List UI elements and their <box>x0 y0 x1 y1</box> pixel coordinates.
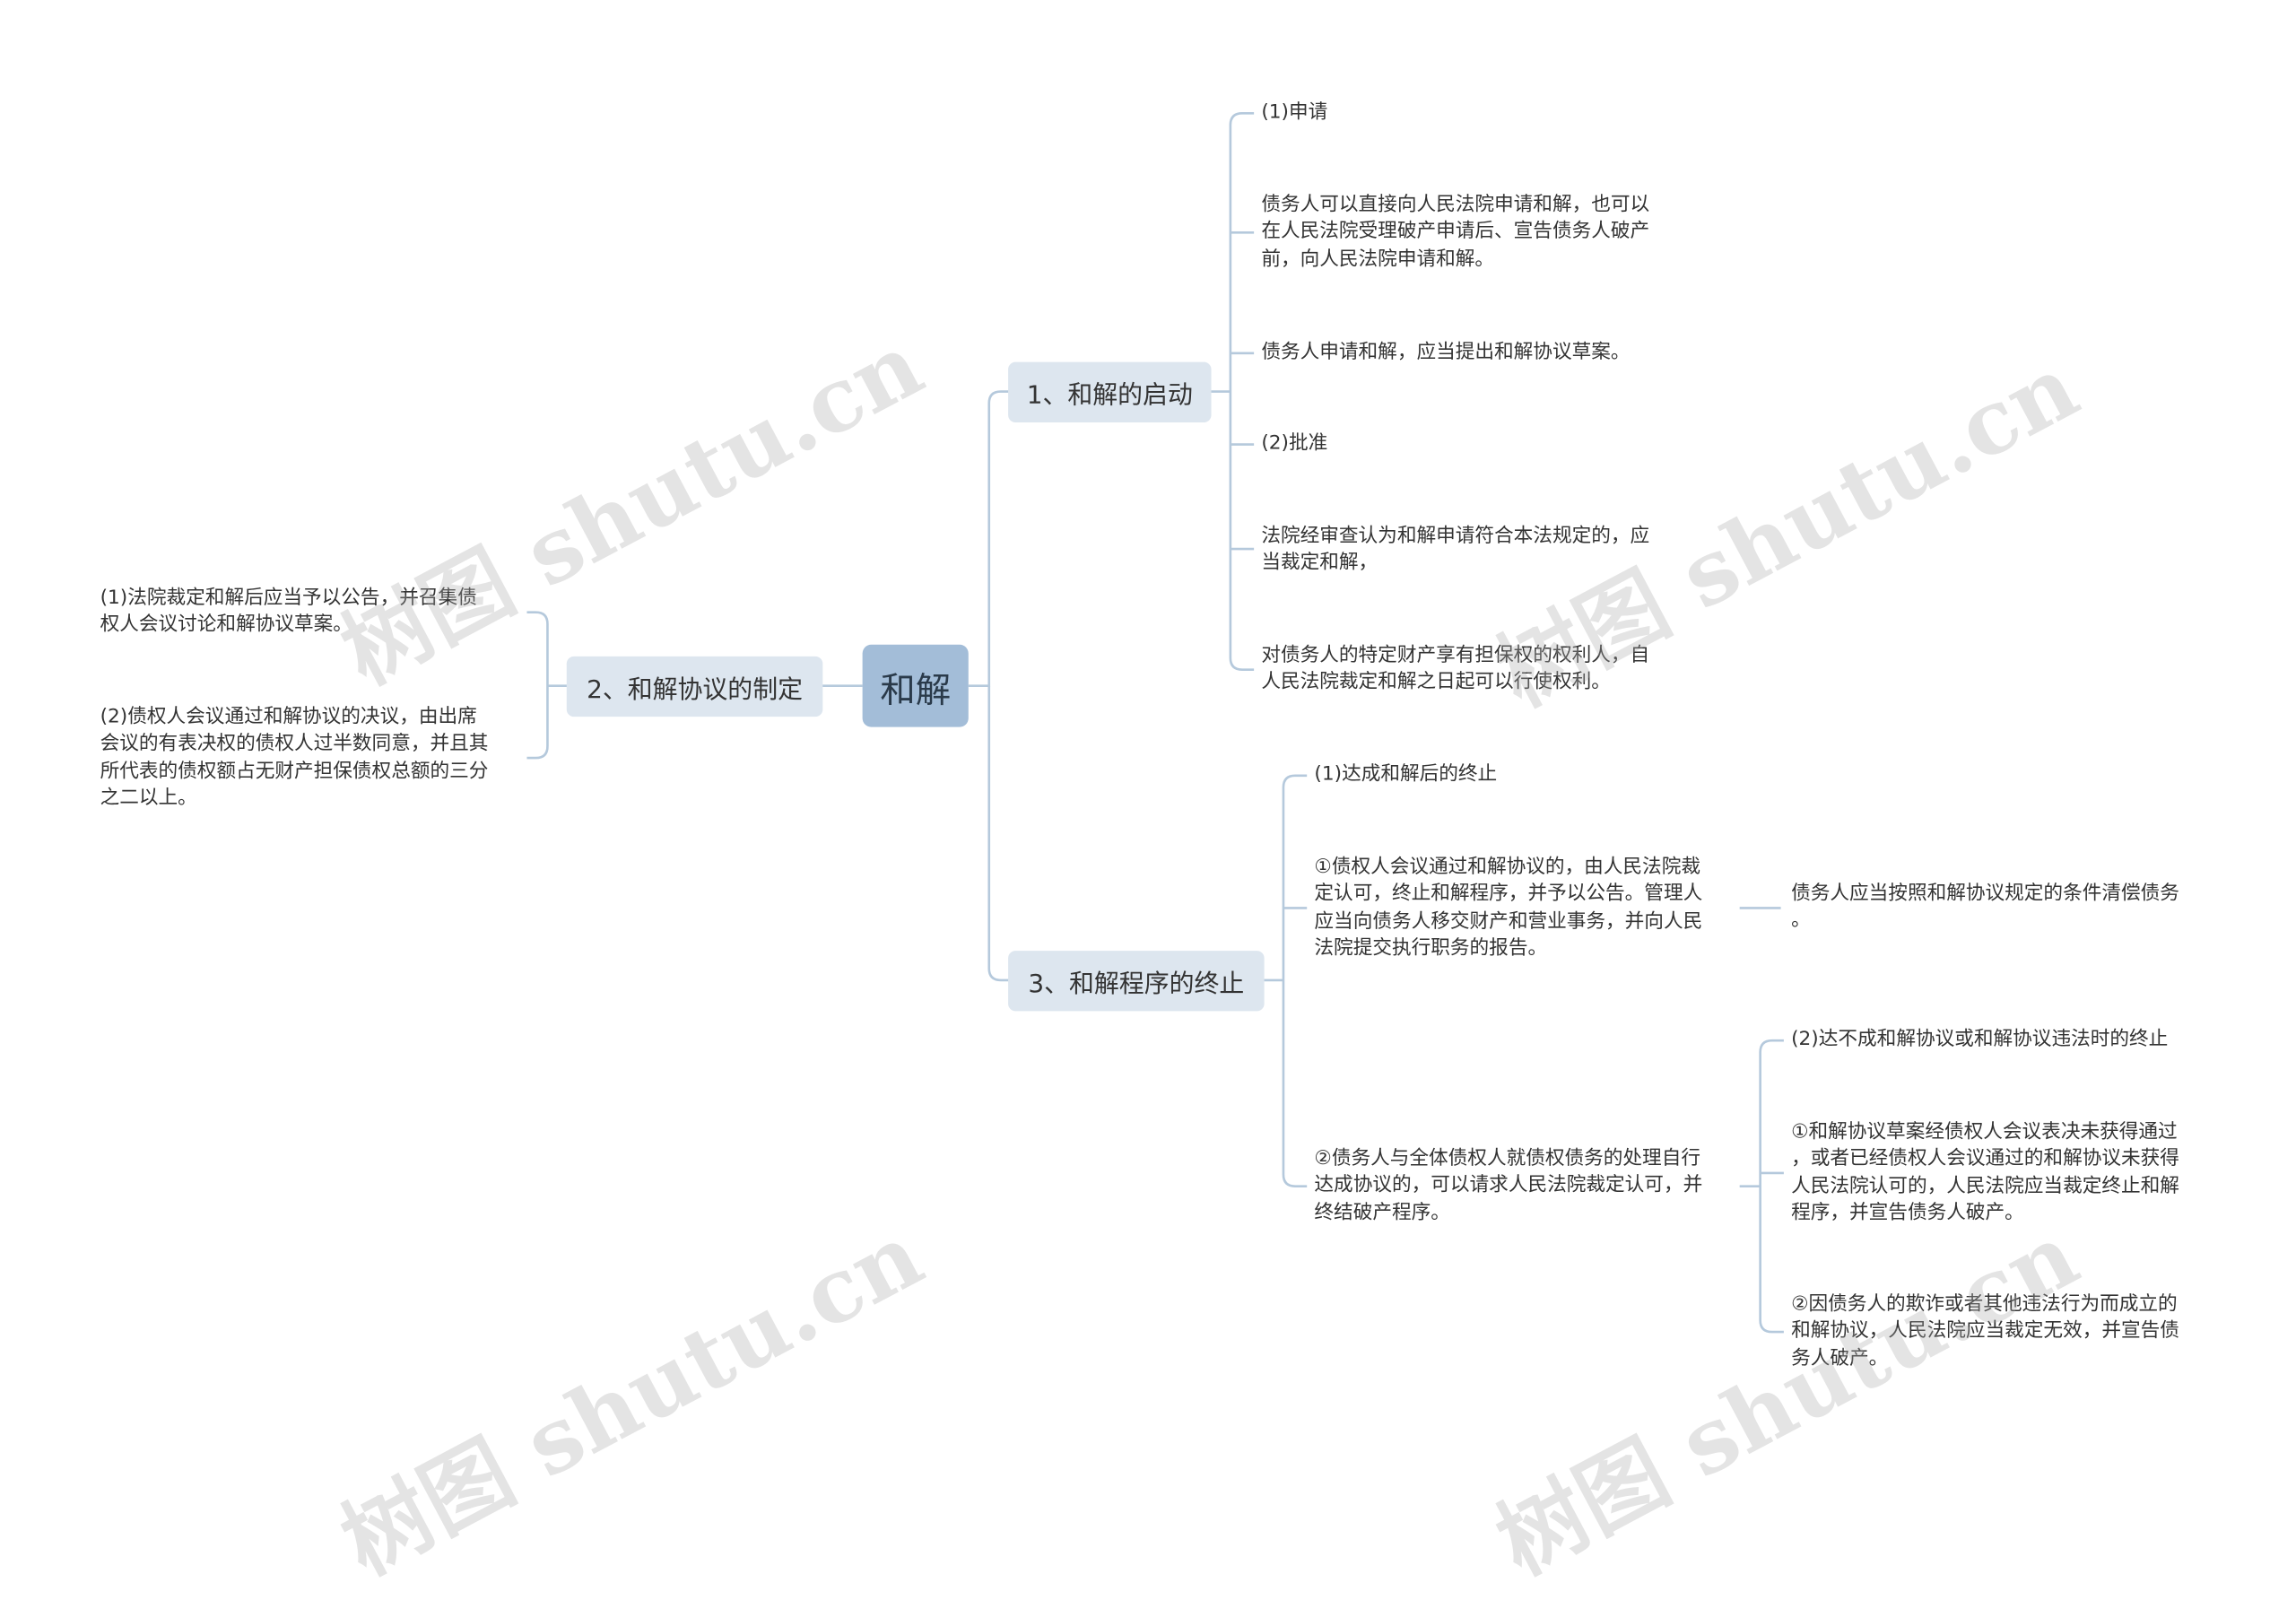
b3-item-3: ②债务人与全体债权人就债权债务的处理自行 达成协议的，可以请求人民法院裁定认可，… <box>1314 1147 1703 1225</box>
b1-item-4: (2)批准 <box>1261 432 1328 456</box>
connector-lines <box>526 112 1784 1334</box>
b1-item-1: (1)申请 <box>1261 101 1328 124</box>
connector-root-b1 <box>968 390 1010 688</box>
connector-b2-items <box>526 611 569 760</box>
branch-node-1[interactable]: 1、和解的启动 <box>1008 361 1212 422</box>
b2-item-1: (1)法院裁定和解后应当予以公告，并召集债 权人会议讨论和解协议草案。 <box>100 587 477 637</box>
b3-sub2-item-1: (2)达不成和解协议或和解协议违法时的终止 <box>1791 1029 2169 1051</box>
branch-1-label: 1、和解的启动 <box>1026 381 1193 411</box>
branch-node-3[interactable]: 3、和解程序的终止 <box>1008 951 1265 1012</box>
b1-item-3: 债务人申请和解，应当提出和解协议草案。 <box>1261 341 1631 364</box>
branch-2-label: 2、和解协议的制定 <box>587 675 804 706</box>
b3-sub2-item-2: ①和解协议草案经债权人会议表决未获得通过 ，或者已经债权人会议通过的和解协议未获… <box>1791 1121 2179 1225</box>
b3-sub1-item-1: 债务人应当按照和解协议规定的条件清偿债务 。 <box>1791 883 2179 933</box>
connector-b1-items <box>1209 112 1255 671</box>
connector-root-b3 <box>987 685 1010 982</box>
connector-b3-items <box>1262 774 1308 1187</box>
b1-item-6: 对债务人的特定财产享有担保权的权利人，自 人民法院裁定和解之日起可以行使权利。 <box>1261 644 1650 694</box>
b3-item-1: (1)达成和解后的终止 <box>1314 763 1498 787</box>
b1-item-2: 债务人可以直接向人民法院申请和解，也可以 在人民法院受理破产申请后、宣告债务人破… <box>1261 194 1650 271</box>
b2-item-2: (2)债权人会议通过和解协议的决议，由出席 会议的有表决权的债权人过半数同意，并… <box>100 706 489 810</box>
root-node[interactable]: 和解 <box>862 644 969 727</box>
root-label: 和解 <box>880 668 952 710</box>
mindmap-canvas: 和解 1、和解的启动 (1)申请 债务人可以直接向人民法院申请和解，也可以 在人… <box>100 101 2179 1596</box>
b3-item-2: ①债权人会议通过和解协议的，由人民法院裁 定认可，终止和解程序，并予以公告。管理… <box>1314 857 1703 961</box>
branch-node-2[interactable]: 2、和解协议的制定 <box>566 656 823 717</box>
connector-sub2 <box>1739 1039 1784 1334</box>
branch-3-label: 3、和解程序的终止 <box>1028 970 1245 1000</box>
b3-sub2-item-3: ②因债务人的欺诈或者其他违法行为而成立的 和解协议，人民法院应当裁定无效，并宣告… <box>1791 1293 2179 1370</box>
b1-item-5: 法院经审查认为和解申请符合本法规定的，应 当裁定和解， <box>1261 525 1650 575</box>
